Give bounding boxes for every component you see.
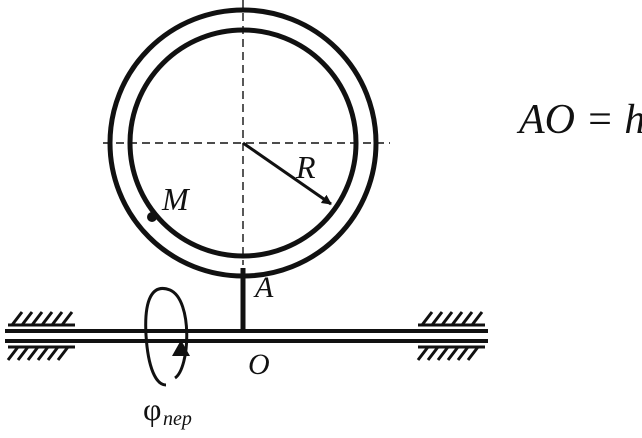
left-bearing-hatching [6, 311, 75, 361]
label-O: O [248, 348, 270, 381]
ring-inner [127, 27, 359, 259]
rotation-arrow [144, 287, 189, 387]
label-phi-subscript: пер [163, 408, 192, 430]
point-M [147, 212, 157, 222]
label-M: M [161, 181, 191, 217]
label-A: A [253, 271, 274, 304]
equation-AO-h: AO = h [519, 97, 642, 143]
rotation-arrowhead [172, 340, 190, 356]
label-R: R [295, 149, 316, 185]
right-bearing-hatching [416, 311, 485, 361]
radius-arrow [242, 141, 332, 206]
label-phi: φ [143, 391, 161, 427]
